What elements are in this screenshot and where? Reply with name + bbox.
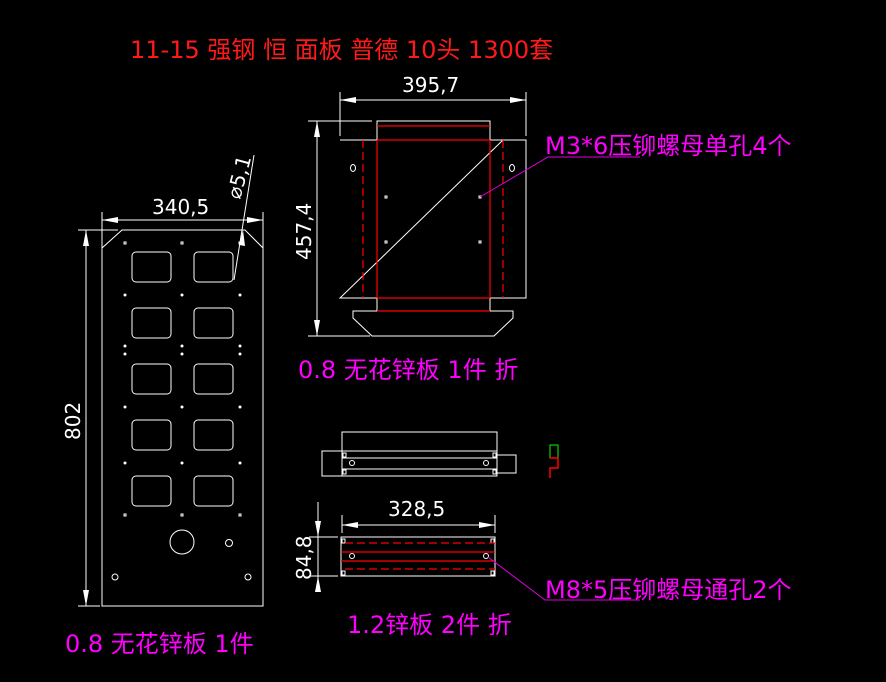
dim-strip-width: 328,5: [388, 497, 445, 521]
box-panel-label: 0.8 无花锌板 1件 折: [298, 356, 519, 384]
dim-box-width: 395,7: [402, 73, 459, 97]
strip-panel-label: 1.2锌板 2件 折: [347, 611, 512, 639]
front-panel-drawing: [78, 154, 264, 607]
dim-strip-height: 84,8: [292, 535, 316, 580]
m3-nut-note: M3*6压铆螺母单孔4个: [545, 132, 792, 160]
strip-panel-drawing: [309, 431, 640, 601]
dim-box-height: 457,4: [292, 203, 316, 260]
dim-front-width: 340,5: [152, 195, 209, 219]
front-panel-label: 0.8 无花锌板 1件: [65, 630, 254, 658]
m8-nut-note: M8*5压铆螺母通孔2个: [545, 576, 792, 604]
box-panel-drawing: [308, 92, 640, 337]
dim-hole-diameter: ⌀5,1: [222, 153, 257, 202]
dim-front-height: 802: [61, 402, 85, 440]
drawing-title: 11-15 强钢 恒 面板 普德 10头 1300套: [130, 36, 554, 64]
